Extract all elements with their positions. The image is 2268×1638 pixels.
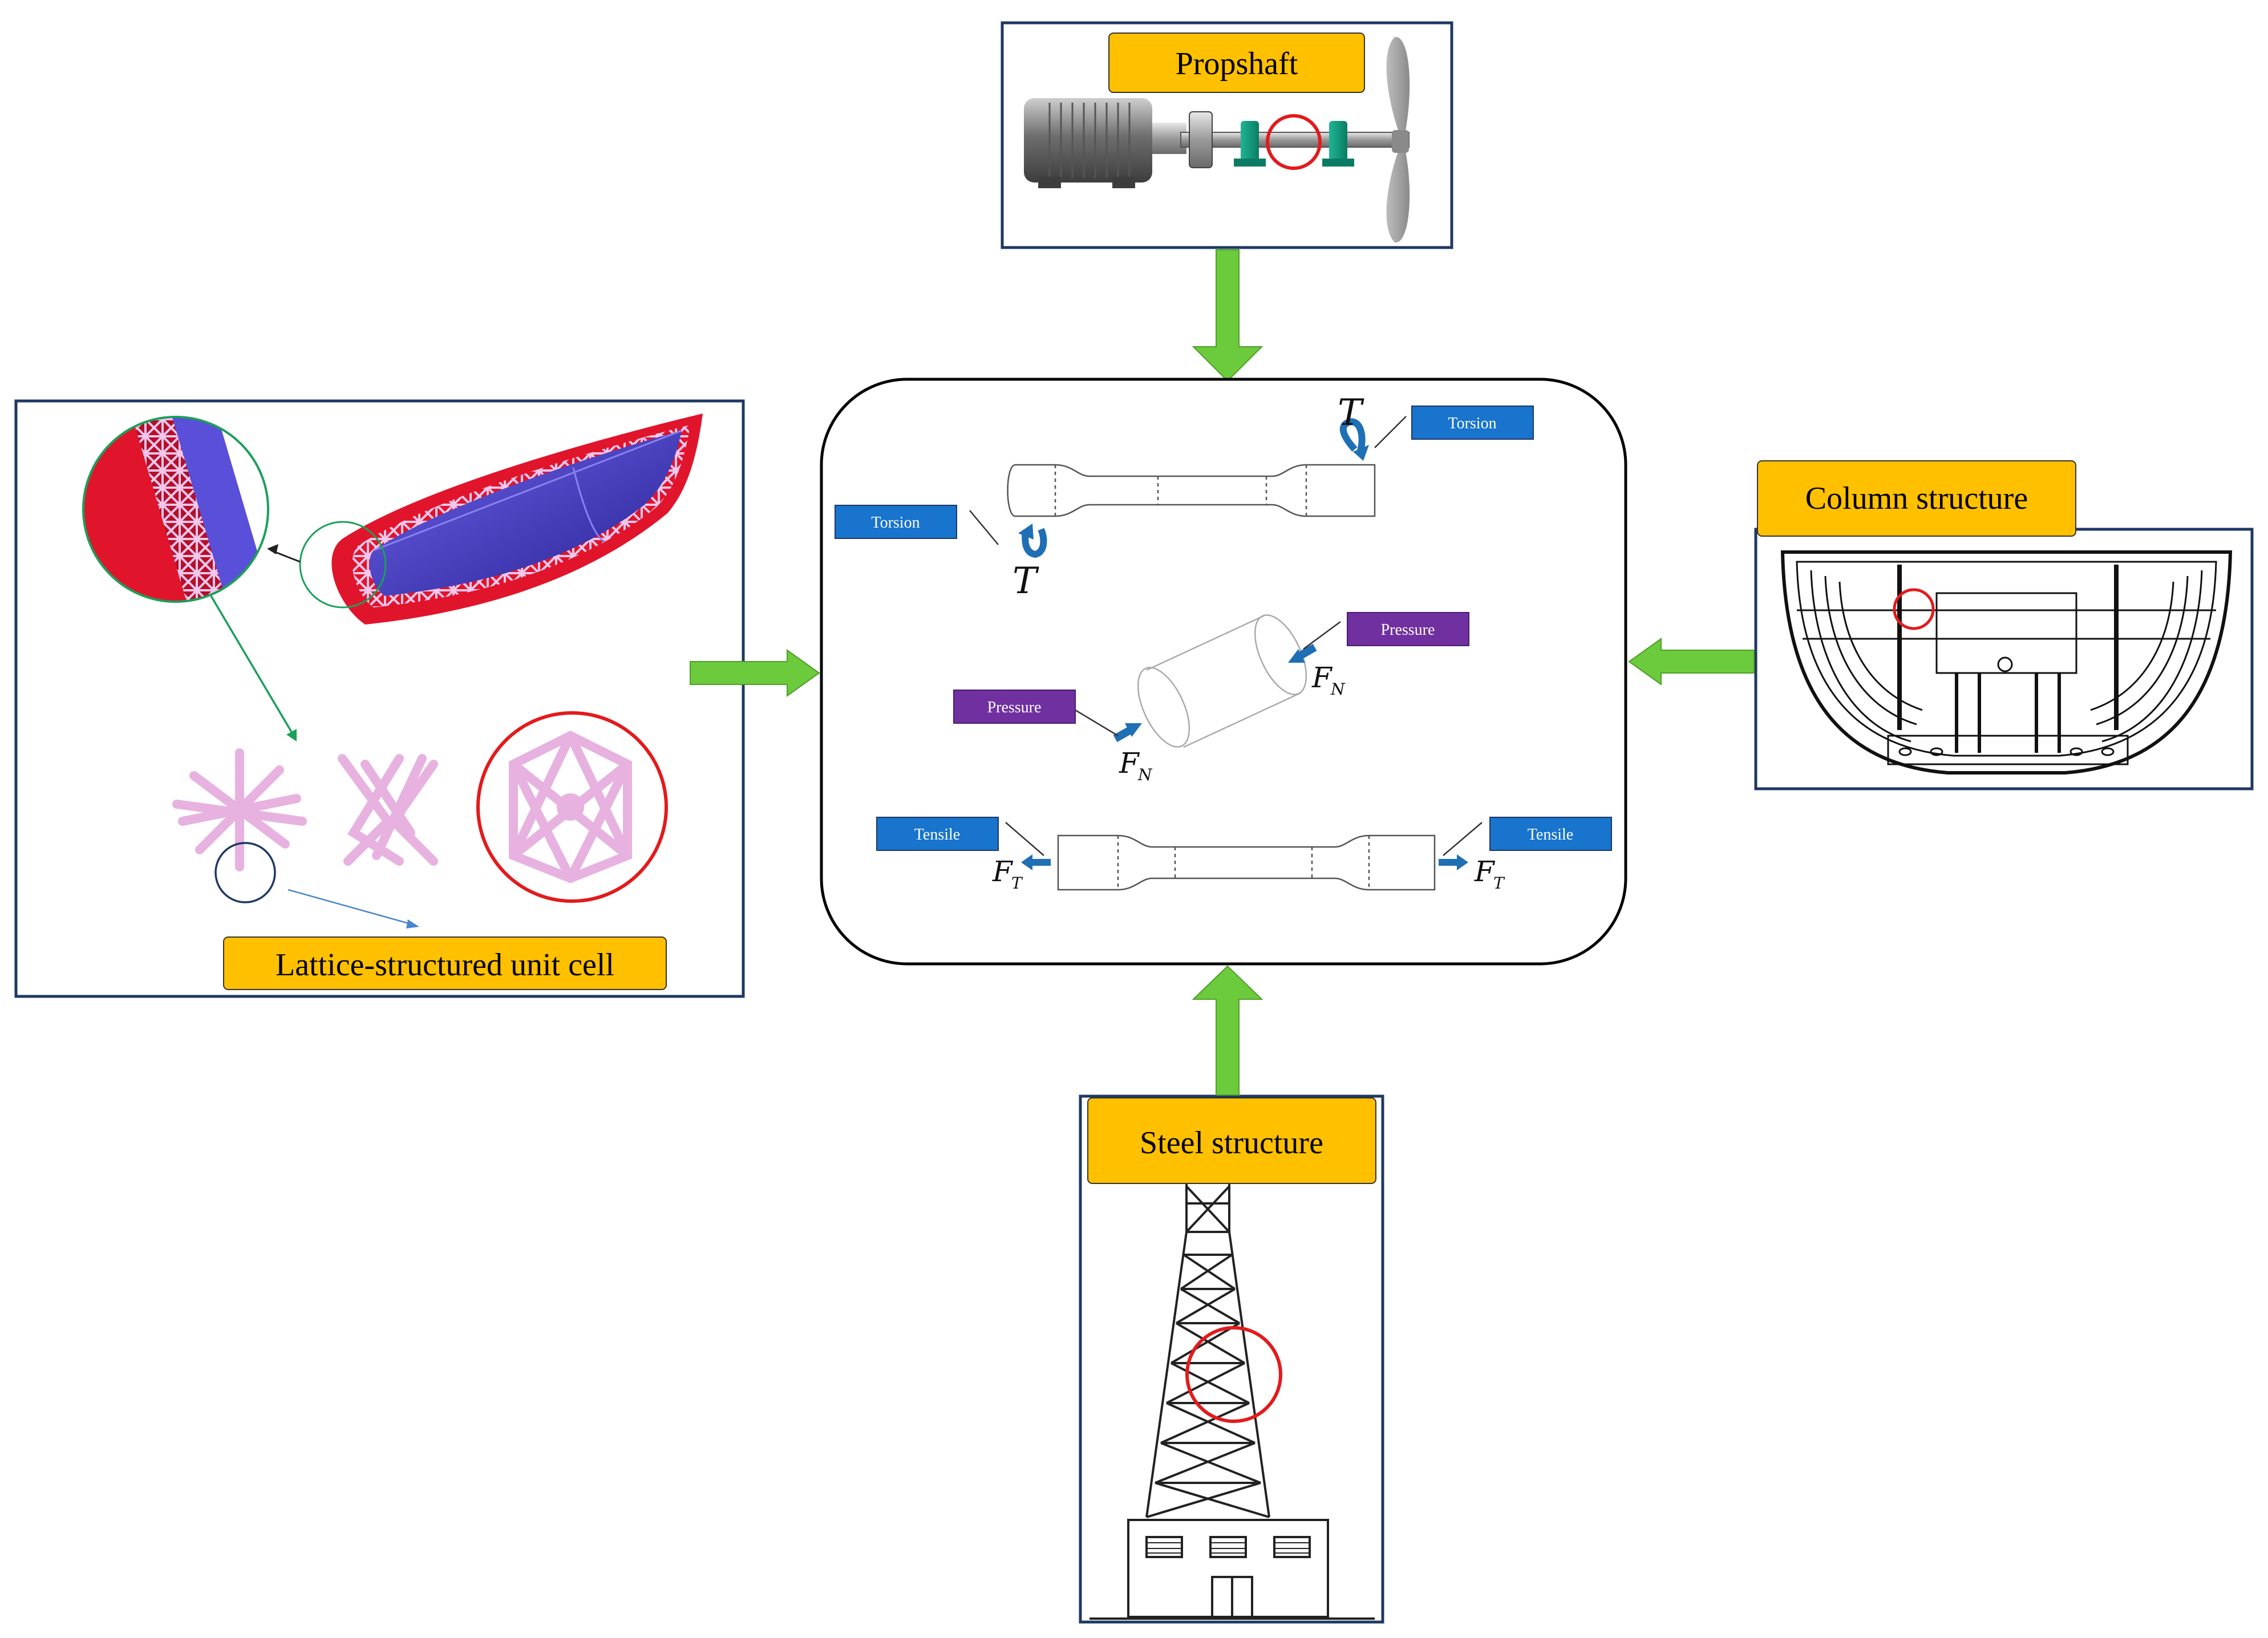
column-highlight-circle	[1893, 588, 1935, 630]
torsion-specimen	[1007, 464, 1376, 517]
torque-symbol-bottom: T	[1012, 560, 1039, 602]
tensile-specimen	[1057, 834, 1436, 891]
column-structure-panel: Column structure	[1754, 460, 2254, 790]
hull-section-drawing	[331, 413, 703, 625]
force-tensile-left-sub: T	[1011, 874, 1023, 893]
torsion-label-right: Torsion	[1448, 415, 1496, 432]
propeller-drawing	[1386, 37, 1410, 243]
force-tensile-left-symbol: F	[992, 855, 1014, 888]
torsion-arrow-top	[1339, 418, 1366, 452]
lattice-title-box	[223, 936, 667, 990]
arrow-lattice-to-center	[690, 649, 820, 697]
force-tensile-right-symbol: F	[1474, 855, 1496, 888]
pressure-label-left-box	[953, 690, 1076, 724]
propshaft-title-box	[1108, 33, 1365, 93]
center-loading-panel: T T Torsion Torsion F N F N Pressure	[820, 378, 1627, 966]
unit-cell-cross	[172, 748, 307, 871]
lattice-title: Lattice-structured unit cell	[276, 947, 614, 983]
force-tensile-left: F T	[992, 855, 1023, 893]
force-normal-left-symbol: F	[1119, 747, 1140, 780]
tower-base-building	[1090, 1519, 1375, 1620]
leader-pressure-right	[1303, 621, 1341, 650]
propshaft-panel: Propshaft	[1001, 21, 1453, 249]
column-title: Column structure	[1805, 481, 2028, 516]
pressure-cylinder	[1137, 614, 1307, 748]
column-panel-border	[1754, 528, 2254, 790]
tensile-force-arrow-left-head	[1021, 854, 1032, 870]
pointer-line-to-unit-cells-head	[286, 729, 297, 741]
unit-cell-twisted	[338, 754, 438, 866]
force-normal-left-sub: N	[1137, 765, 1153, 784]
tensile-label-right: Tensile	[1528, 826, 1573, 844]
center-panel-border	[820, 378, 1627, 966]
leader-tensile-left	[1005, 822, 1044, 856]
force-tensile-right-sub: T	[1493, 874, 1505, 893]
tensile-label-left-box	[876, 817, 999, 851]
hull-detail-circle	[299, 521, 387, 609]
tower-highlight-circle	[1185, 1326, 1282, 1423]
force-normal-right: F N	[1311, 661, 1346, 699]
leader-torsion-right	[1374, 416, 1407, 448]
pressure-force-arrow-left-head	[1125, 723, 1142, 737]
tensile-label-right-box	[1489, 817, 1612, 851]
pointer-line-to-zoom-head	[267, 544, 278, 554]
tensile-force-arrow-right-head	[1457, 854, 1468, 870]
ship-hull-cross-section	[1780, 550, 2233, 775]
torsion-label-right-box	[1411, 406, 1534, 440]
tensile-label-left: Tensile	[914, 826, 960, 844]
torque-symbol-top: T	[1338, 392, 1364, 434]
pointer-line-to-unit-cells	[210, 595, 293, 733]
propshaft-shaft	[1180, 132, 1410, 148]
shaft-bearing-right	[1322, 121, 1354, 167]
torsion-label-left: Torsion	[871, 514, 920, 532]
torsion-arrow-bottom	[1022, 528, 1047, 558]
force-normal-left: F N	[1119, 747, 1153, 784]
pointer-line-node	[287, 889, 411, 925]
pointer-line-node-head	[406, 919, 419, 929]
unit-cell-node-circle	[214, 842, 276, 903]
propshaft-title: Propshaft	[1176, 46, 1298, 82]
motor-drawing	[1024, 98, 1186, 188]
arrow-column-to-center	[1628, 638, 1755, 686]
force-normal-right-sub: N	[1330, 680, 1346, 699]
unit-cell-octet	[509, 731, 632, 883]
lattice-panel: Lattice-structured unit cell	[14, 399, 745, 998]
unit-cell-highlight-circle	[476, 711, 668, 903]
coupling-flange	[1189, 111, 1213, 168]
propshaft-highlight-circle	[1266, 114, 1322, 170]
pressure-label-right-box	[1347, 612, 1469, 646]
shaft-bearing-left	[1234, 121, 1266, 167]
arrow-steel-to-center	[1192, 965, 1263, 1096]
zoom-detail-circle	[82, 416, 269, 603]
column-title-box	[1757, 460, 2076, 537]
force-normal-right-symbol: F	[1311, 661, 1333, 694]
transmission-tower-drawing	[1145, 1179, 1270, 1518]
leader-pressure-left	[1075, 709, 1119, 737]
steel-title: Steel structure	[1140, 1125, 1323, 1161]
arrow-propshaft-to-center	[1192, 249, 1263, 382]
torsion-arrow-top-head	[1353, 445, 1369, 461]
pressure-label-left: Pressure	[987, 699, 1042, 716]
leader-tensile-right	[1443, 822, 1483, 856]
leader-torsion-left	[969, 510, 999, 545]
force-tensile-right: F T	[1474, 855, 1505, 893]
torsion-label-left-box	[835, 505, 957, 539]
pressure-label-right: Pressure	[1381, 621, 1435, 639]
torsion-arrow-bottom-head	[1018, 524, 1034, 540]
steel-structure-panel: Steel structure	[1079, 1094, 1384, 1624]
steel-title-box	[1087, 1097, 1376, 1184]
pressure-force-arrow-right-head	[1288, 649, 1305, 663]
